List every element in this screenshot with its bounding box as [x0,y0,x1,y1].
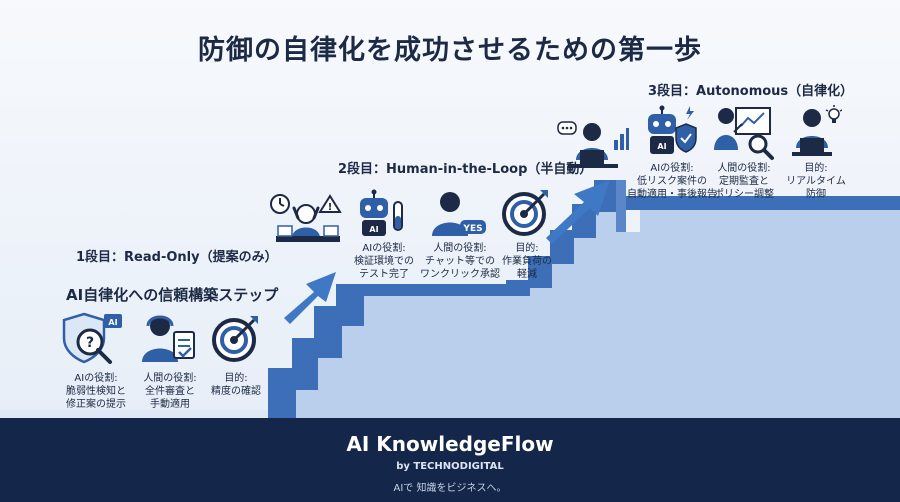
stage-1-item-2-caption: 人間の役割: 全件審査と 手動適用 [132,372,208,411]
caption-line: リアルタイム [786,176,846,187]
stage-2-item-2-caption: 人間の役割: チャット等での ワンクリック承認 [418,242,502,281]
caption-line: 目的: [515,243,539,254]
caption-line: 目的: [804,163,828,174]
caption-line: AIの役割: [74,373,118,384]
caption-line: 人間の役割: [433,243,487,254]
caption-line: 定期監査と [719,176,769,187]
brand-tagline: AIで 知識をビジネスへ。 [393,483,507,494]
caption-line: 自動適用・事後報告 [627,189,717,200]
caption-line: 全件審査と [145,386,195,397]
footer-band: AI KnowledgeFlow by TECHNODIGITAL AIで 知識… [0,418,900,502]
svg-text:AI: AI [108,318,117,327]
stage-3-item-2-caption: 人間の役割: 定期監査と ポリシー調整 [702,162,786,201]
caption-line: 修正案の提示 [66,399,126,410]
diagram-subtitle: AI自律化への信頼構築ステップ [66,286,279,304]
caption-line: 精度の確認 [211,386,261,397]
caption-line: 脆弱性検知と [66,386,126,397]
stage-1-label: 1段目：Read-Only（提案のみ） [76,250,278,265]
growth-arrow-1 [284,272,336,324]
caption-line: 作業負荷の [502,256,552,267]
stage-3-item-1-caption: AIの役割: 低リスク案件の 自動適用・事後報告 [622,162,722,201]
brand-name: AI KnowledgeFlow [346,432,554,456]
stair-left-base [0,410,268,418]
caption-line: ポリシー調整 [714,189,774,200]
caption-line: 人間の役割: [143,373,197,384]
diagram-stage: 防御の自律化を成功させるための第一歩 1段目：Read-Only（提案のみ） A… [0,35,900,418]
stage-1-item-1-caption: AIの役割: 脆弱性検知と 修正案の提示 [58,372,134,411]
stage-1-item-3-caption: 目的: 精度の確認 [198,372,274,398]
svg-text:?: ? [86,335,94,351]
caption-line: 防御 [806,189,826,200]
svg-text:AI: AI [369,225,378,234]
person-lightbulb-laptop-icon [792,105,842,156]
support-agent-document-icon [142,315,195,362]
stressed-worker-icon: ! [270,194,342,242]
caption-line: 手動適用 [150,399,190,410]
stair-top-side [616,180,626,232]
stage-2-item-1-caption: AIの役割: 検証環境での テスト完了 [344,242,424,281]
shield-question-magnifier-icon: ? AI [62,312,122,364]
ai-robot-testtube-icon: AI [360,189,403,236]
stair-light-fill [296,210,900,418]
stair-dark-band [268,284,364,418]
caption-line: 軽減 [517,269,537,280]
caption-line: 目的: [224,373,248,384]
stage-3-label: 3段目：Autonomous（自律化） [648,84,854,99]
target-icon [212,316,258,362]
stair-mid-landing [358,284,506,296]
svg-text:!: ! [328,202,333,213]
svg-text:AI: AI [657,142,666,151]
svg-text:YES: YES [462,224,482,234]
caption-line: 低リスク案件の [637,176,707,187]
caption-line: 検証環境での [354,256,414,267]
person-yes-bubble-icon: YES [432,192,486,236]
target-icon [502,190,548,236]
stair-top-landing [626,196,900,210]
ai-robot-shield-icon: AI [648,105,697,154]
caption-line: AIの役割: [650,163,694,174]
caption-line: チャット等での [425,256,495,267]
growth-arrow-2 [546,180,610,244]
caption-line: ワンクリック承認 [420,269,500,280]
staircase [0,180,900,418]
stage-3-item-3-caption: 目的: リアルタイム 防御 [776,162,856,201]
page-title: 防御の自律化を成功させるための第一歩 [198,35,702,66]
caption-line: テスト完了 [359,269,409,280]
stage-2-item-3-caption: 目的: 作業負荷の 軽減 [492,242,562,281]
stage-2-label: 2段目：Human-in-the-Loop（半自動） [338,162,593,177]
caption-line: 人間の役割: [717,163,771,174]
caption-line: AIの役割: [362,243,406,254]
brand-byline: by TECHNODIGITAL [396,461,504,472]
presenter-board-icon [714,107,774,160]
working-person-icon [557,121,629,168]
